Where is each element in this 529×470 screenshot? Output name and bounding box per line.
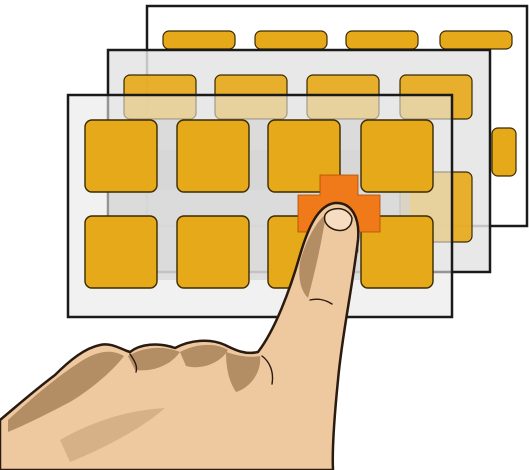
front-key-r1-c4 bbox=[361, 120, 433, 192]
back-key-4 bbox=[440, 31, 512, 49]
back-key-3 bbox=[346, 31, 418, 49]
front-key-r1-c1 bbox=[85, 120, 157, 192]
back-key-5 bbox=[492, 128, 516, 176]
front-key-r2-c2 bbox=[177, 216, 249, 288]
front-key-r1-c2 bbox=[177, 120, 249, 192]
front-key-r2-c1 bbox=[85, 216, 157, 288]
back-key-1 bbox=[163, 31, 235, 49]
fingernail bbox=[325, 209, 352, 231]
layer-front bbox=[68, 95, 452, 317]
back-key-2 bbox=[255, 31, 327, 49]
